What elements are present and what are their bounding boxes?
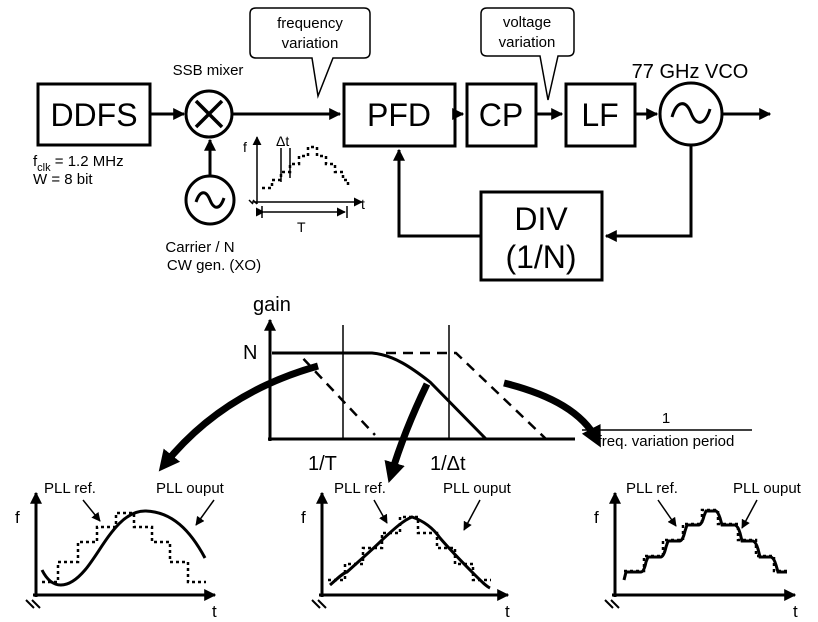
vco-to-div-arrow [604,145,693,242]
lf-label: LF [581,97,618,133]
carrier-label-1: Carrier / N [165,239,234,256]
panel-3-output-curve [622,509,787,581]
ddfs-label: DDFS [50,97,137,133]
inset-frequency-staircase: f t Δt T [243,133,365,235]
inset-f-label: f [243,139,247,155]
panel-1-ref-staircase [42,511,206,584]
panel-3-out-label: PLL ouput [733,480,802,497]
panel-3-ref-label: PLL ref. [626,480,678,497]
gain-curve-high [386,351,547,440]
arrow-to-panel-2 [384,382,431,484]
cp-label: CP [479,97,523,133]
tick-1-over-T: 1/T [308,453,337,475]
inset-axis-break-icon [248,199,258,205]
div-to-pfd-arrow [393,148,481,238]
panel-2-out-pointer [463,499,481,531]
panel-1-t-label: t [212,602,217,621]
callout-voltage-variation [480,7,575,101]
tick-1-over-dt: 1/Δt [430,453,466,475]
inset-dt-label: Δt [276,133,289,149]
response-panel-2: f t PLL ref. PLL ouput [301,480,512,621]
panel-2-ref-pointer [373,499,388,524]
panel-2-ref-label: PLL ref. [334,480,386,497]
inset-staircase-trace [262,145,350,190]
div-label-1: DIV [514,201,568,237]
block-diagram: DDFS fclk = 1.2 MHz W = 8 bit SSB mixer … [33,7,772,282]
panel-3-out-pointer [741,499,758,529]
panel-1-axis-break-icon [25,599,41,609]
ddfs-block [36,82,152,147]
panel-1-output-curve [40,509,207,587]
vco-sine-icon [670,102,712,124]
callout-frequency-line2: variation [282,35,339,52]
callout-voltage-line1: voltage [503,14,551,31]
panel-3-t-label: t [793,602,798,621]
div-block [479,190,604,282]
mixer-label: SSB mixer [173,62,244,79]
xlabel-denominator: freq. variation period [598,433,735,450]
panel-2-out-label: PLL ouput [443,480,512,497]
panel-1-out-pointer [195,499,215,526]
mixer-cross-b [194,99,224,129]
panel-3-f-label: f [594,508,599,527]
panel-2-output-curve [329,515,491,590]
pfd-label: PFD [367,97,431,133]
gain-curve-low [272,351,376,436]
panel-1-ref-label: PLL ref. [44,480,96,497]
arrow-to-panel-3 [503,379,601,448]
response-panel-3: f t PLL ref. PLL ouput [594,480,802,621]
cp-block [465,82,538,148]
gain-level-label: N [243,342,257,364]
pll-gain-curve [272,351,488,441]
arrow-to-panel-1 [158,362,319,472]
panel-2-axis-break-icon [311,599,327,609]
inset-t-label: t [361,196,365,212]
word-width-label: W = 8 bit [33,171,93,188]
callout-voltage-line2: variation [499,34,556,51]
panel-1-f-label: f [15,508,20,527]
response-panel-1: f t PLL ref. PLL ouput [15,480,225,621]
pfd-block [342,82,457,148]
carrier-label-2: CW gen. (XO) [167,257,261,274]
panel-1-out-label: PLL ouput [156,480,225,497]
panel-2-t-label: t [505,602,510,621]
gain-axis-label: gain [253,294,291,316]
xlabel-numerator: 1 [662,410,670,427]
vco-label: 77 GHz VCO [632,61,749,83]
callout-frequency-variation [249,7,371,99]
inset-T-label: T [297,219,306,235]
panel-3-axis-break-icon [604,599,620,609]
panel-3-ref-pointer [657,499,677,527]
div-label-2: (1/N) [505,239,576,275]
sine-icon [194,191,226,209]
panel-3-ref-staircase [624,508,787,573]
callout-frequency-line1: frequency [277,15,343,32]
fclk-label: fclk = 1.2 MHz [33,153,124,174]
panel-1-ref-pointer [82,499,101,522]
gain-plot: gain N 1/T 1/Δt 1 freq. variation period [158,294,752,484]
panel-2-f-label: f [301,508,306,527]
lf-block [564,82,637,148]
